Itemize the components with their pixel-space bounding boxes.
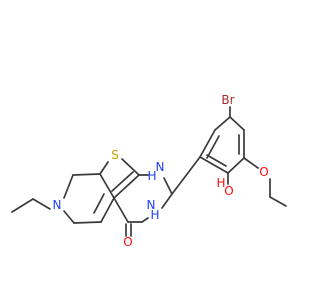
bond	[141, 217, 149, 223]
atom-label-h3: H	[150, 208, 159, 222]
molecule-structure: Br S N N H N H O H O O	[11, 93, 287, 249]
bond	[229, 116, 245, 131]
bond	[93, 193, 105, 214]
bond	[163, 177, 173, 195]
bond	[121, 158, 140, 176]
bond	[161, 193, 173, 209]
atom-label-o-carbonyl: O	[123, 235, 132, 249]
bond	[243, 157, 259, 169]
bond	[227, 157, 245, 174]
bond	[199, 156, 229, 174]
bond	[199, 129, 216, 158]
bond	[214, 116, 231, 131]
bond	[63, 210, 75, 224]
atom-label-n1: N	[156, 160, 165, 174]
atom-label-s: S	[111, 148, 119, 162]
bond	[73, 221, 102, 224]
bond	[32, 198, 51, 210]
bond	[113, 174, 140, 199]
bond	[113, 197, 129, 223]
bond	[171, 156, 201, 195]
atom-label-h-hydroxyl: H	[216, 176, 225, 190]
bond	[99, 161, 109, 175]
atom-labels: Br S N N H N H O H O O	[53, 93, 269, 249]
bond	[206, 135, 220, 159]
bond	[11, 198, 34, 213]
bond	[206, 154, 227, 167]
atom-label-n-ring: N	[53, 198, 62, 212]
bond	[99, 173, 115, 199]
bond	[63, 174, 74, 199]
atom-label-o-ethoxy: O	[259, 165, 268, 179]
bond-lines	[11, 106, 287, 237]
atom-label-n3: N	[147, 198, 156, 212]
bond	[72, 173, 101, 176]
bond	[269, 196, 287, 207]
bond	[111, 171, 134, 192]
atom-label-br: Br	[221, 93, 234, 107]
atom-label-o-hydroxyl: O	[224, 184, 233, 198]
atom-label-h1: H	[147, 169, 156, 183]
bond	[100, 197, 115, 223]
